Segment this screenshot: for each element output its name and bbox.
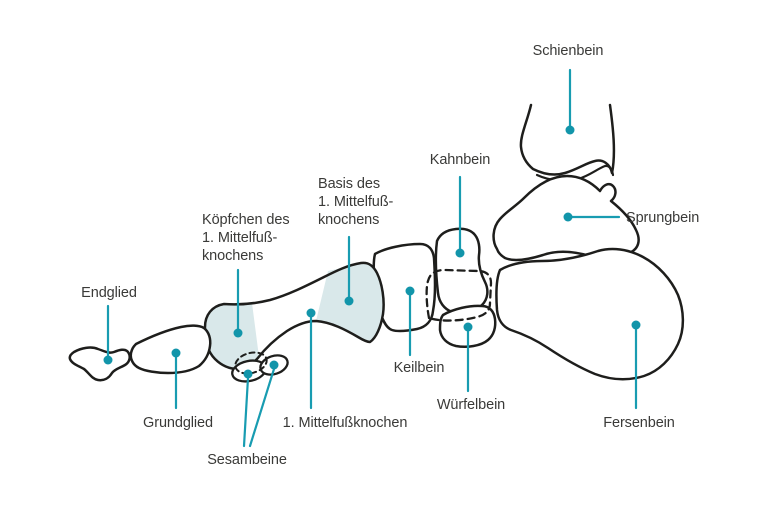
label-keilbein: Keilbein (393, 360, 445, 376)
hidden-bone-dashed-outline (425, 268, 493, 322)
tibia-bone (519, 103, 616, 176)
label-sesambeine: Sesambeine (207, 452, 287, 468)
marker-dot-grundglied (171, 348, 181, 358)
marker-dot-sprungbein (563, 212, 573, 222)
label-basis-mittelfussknochen: Basis des 1. Mittelfuß- knochens (318, 175, 393, 229)
label-koepfchen-line2: 1. Mittelfuß- (202, 230, 278, 246)
label-mittelfussknochen: 1. Mittelfußknochen (282, 415, 408, 431)
label-sprungbein: Sprungbein (626, 210, 700, 226)
marker-dot-keilbein (405, 286, 415, 296)
marker-dot-koepfchen (233, 328, 243, 338)
label-wuerfelbein: Würfelbein (436, 397, 506, 413)
label-endglied: Endglied (81, 285, 137, 301)
label-basis-line2: 1. Mittelfuß- (318, 194, 394, 210)
marker-dot-fersenbein (631, 320, 641, 330)
proximal-phalanx-bone (129, 324, 212, 375)
label-fersenbein: Fersenbein (603, 415, 675, 431)
metatarsal-head-highlight (204, 303, 259, 369)
leader-line-sesambein-2 (248, 367, 276, 448)
marker-dot-sesambein-1 (243, 369, 253, 379)
label-koepfchen-line3: knochens (202, 248, 264, 264)
label-schienbein: Schienbein (532, 43, 604, 59)
marker-dot-basis (344, 296, 354, 306)
marker-dot-schienbein (565, 125, 575, 135)
leader-line-sesambein-1 (242, 376, 250, 448)
marker-dot-kahnbein (455, 248, 465, 258)
marker-dot-sesambein-2 (269, 360, 279, 370)
distal-phalanx-bone (68, 346, 131, 382)
label-grundglied: Grundglied (143, 415, 213, 431)
label-koepfchen-line1: Köpfchen des (202, 212, 290, 228)
marker-dot-endglied (103, 355, 113, 365)
first-metatarsal-outline (203, 261, 385, 371)
label-kahnbein: Kahnbein (429, 152, 491, 168)
label-basis-line1: Basis des (318, 176, 380, 192)
calcaneus-bone (495, 247, 685, 381)
marker-dot-mittelfussknochen (306, 308, 316, 318)
marker-dot-wuerfelbein (463, 322, 473, 332)
label-basis-line3: knochens (318, 212, 380, 228)
sesamoid-hidden-dashed-outline (234, 351, 268, 375)
label-koepfchen-mittelfussknochen: Köpfchen des 1. Mittelfuß- knochens (202, 211, 290, 265)
